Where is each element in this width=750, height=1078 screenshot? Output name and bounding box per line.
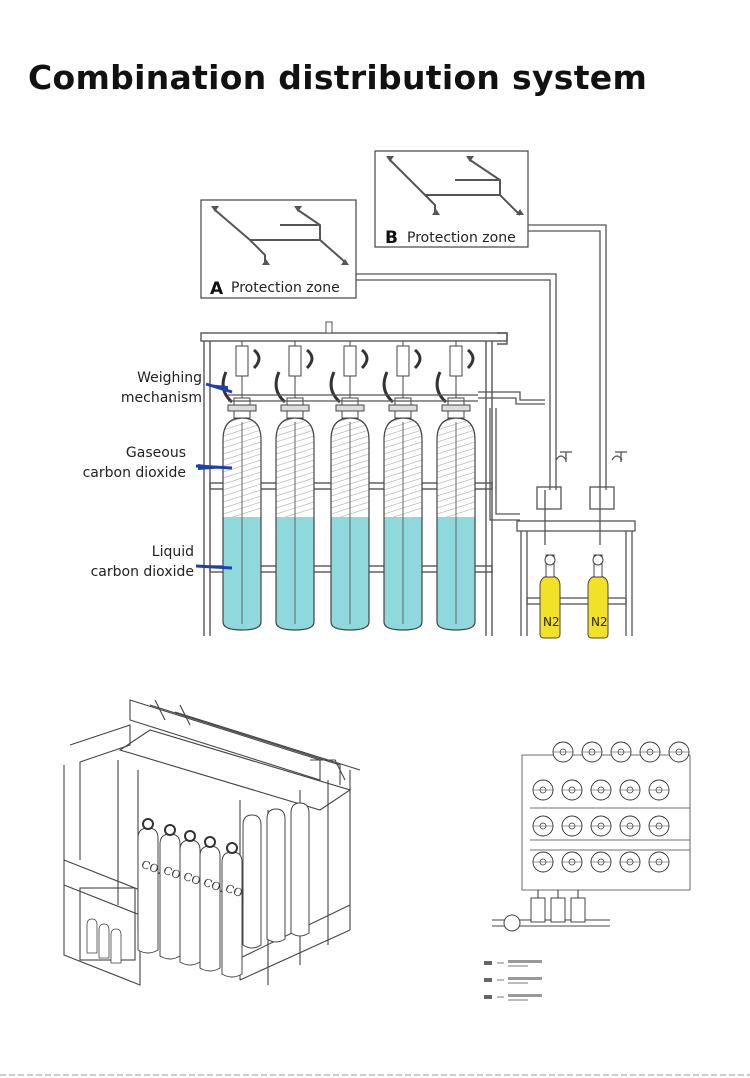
plan-cylinder [619, 851, 641, 873]
zone-b-letter: B [385, 228, 398, 248]
plan-cylinder [590, 851, 612, 873]
co2-cylinder [221, 341, 262, 631]
liquid-line2: carbon dioxide [90, 564, 194, 580]
plan-view-diagram [484, 741, 691, 1001]
plan-cylinder [668, 741, 690, 763]
co2-cylinder [329, 341, 370, 631]
gaseous-line1: Gaseous [125, 445, 186, 461]
plan-cylinder [581, 741, 603, 763]
nitrogen-cabinet [516, 451, 636, 636]
plan-cylinder [648, 779, 670, 801]
protection-zone-b: B Protection zone [374, 150, 529, 248]
nitrogen-label-2: N2 [591, 615, 608, 629]
zone-a-letter: A [210, 279, 224, 299]
co2-cylinder [435, 341, 476, 631]
weighing-line1: Weighing [137, 370, 202, 386]
plan-cylinder [610, 741, 632, 763]
plan-cylinder [590, 815, 612, 837]
plan-cylinder [639, 741, 661, 763]
liquid-co2-label: Liquid carbon dioxide [91, 542, 194, 582]
gaseous-line2: carbon dioxide [82, 465, 186, 481]
protection-zone-a: A Protection zone [200, 199, 357, 299]
co2-cylinders [221, 321, 478, 631]
plan-cylinder [552, 741, 574, 763]
plan-cylinder [561, 815, 583, 837]
weighing-line2: mechanism [120, 390, 202, 406]
plan-cylinder [648, 851, 670, 873]
zone-b-label: Protection zone [407, 230, 516, 246]
page-title: Combination distribution system [28, 58, 648, 97]
plan-cylinder [619, 815, 641, 837]
iso-cylinder-back [242, 814, 262, 949]
iso-cylinder-back [290, 802, 310, 937]
iso-cylinder-back [266, 808, 286, 943]
plan-cylinder [532, 851, 554, 873]
plan-cylinder [532, 779, 554, 801]
gaseous-co2-label: Gaseous carbon dioxide [83, 443, 186, 483]
plan-cylinder [532, 815, 554, 837]
liquid-line1: Liquid [151, 544, 194, 560]
distribution-pipes [356, 224, 607, 521]
nitrogen-label-1: N2 [543, 615, 560, 629]
plan-cylinder [561, 779, 583, 801]
plan-cylinder [590, 779, 612, 801]
nitrogen-cylinders: N2 N2 [539, 554, 609, 639]
callout-pointers [195, 382, 233, 570]
zone-a-label: Protection zone [231, 280, 340, 296]
plan-cylinder [619, 779, 641, 801]
co2-cylinder [274, 341, 315, 631]
weighing-mechanism-label: Weighing mechanism [121, 368, 202, 408]
plan-cylinder [561, 851, 583, 873]
plan-cylinder [648, 815, 670, 837]
co2-cylinder [382, 341, 423, 631]
iso-cylinder: CO2 [221, 842, 251, 978]
